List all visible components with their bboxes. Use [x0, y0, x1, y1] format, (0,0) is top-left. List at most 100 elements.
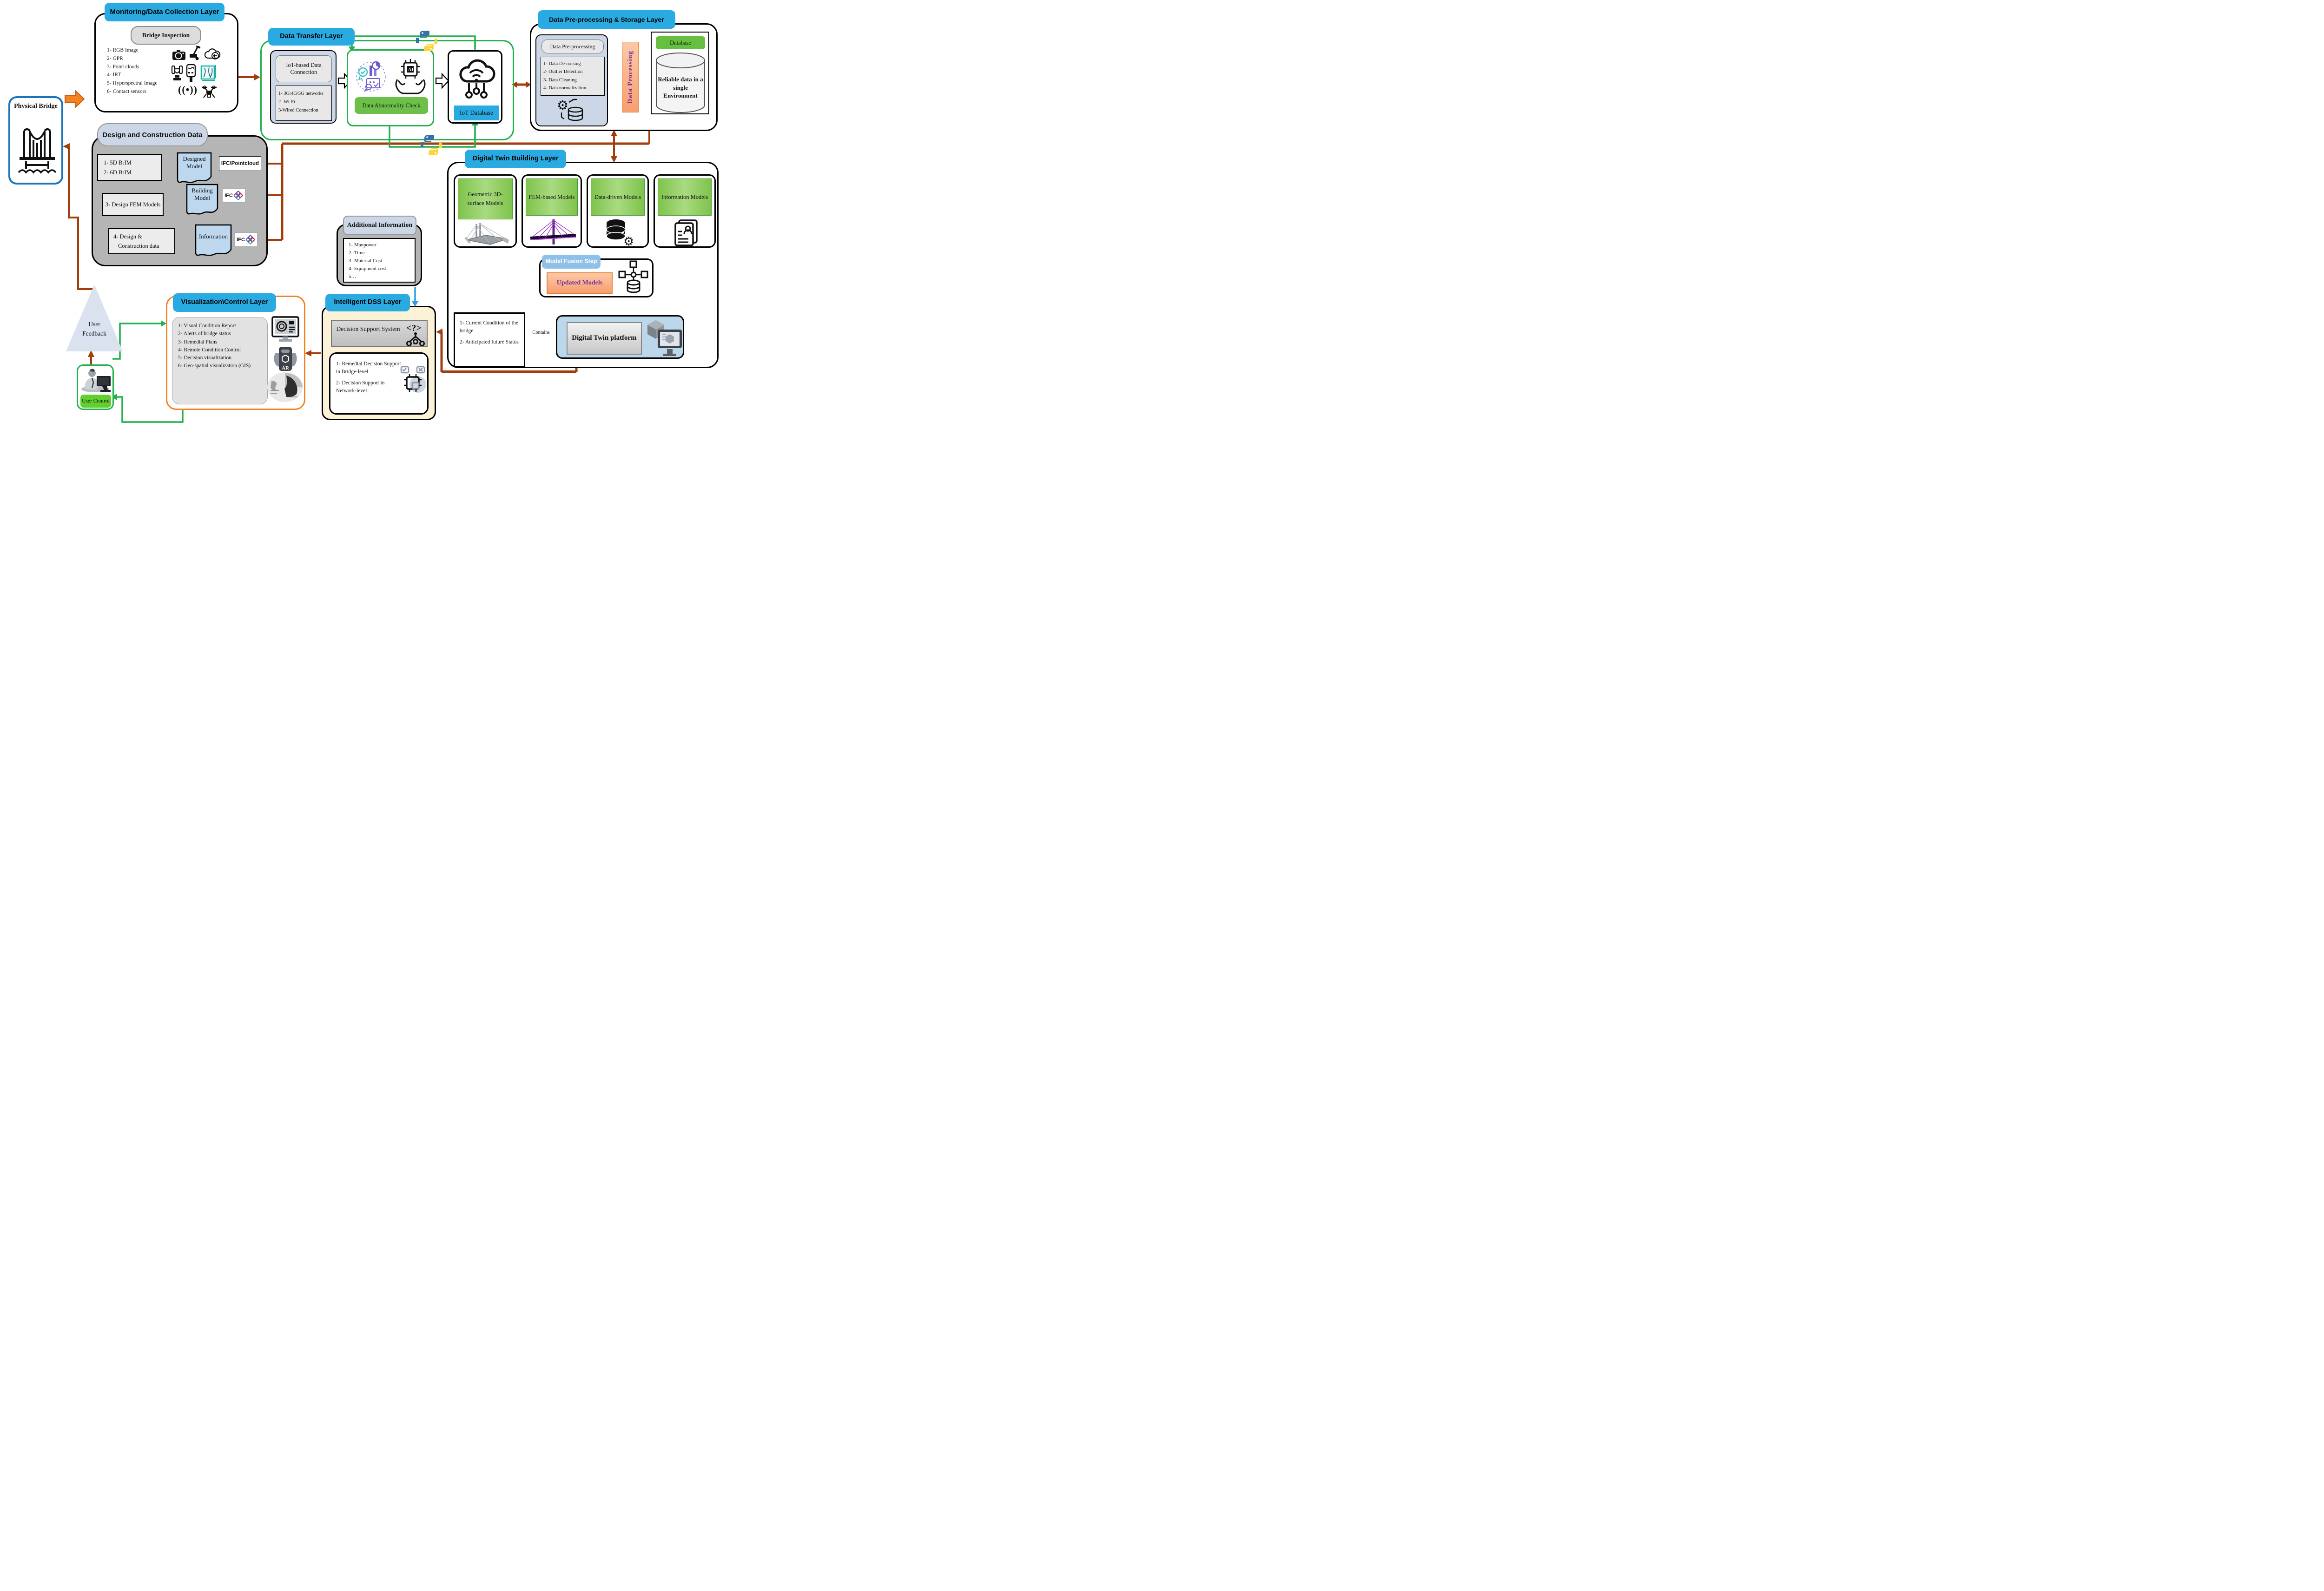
python-icon [421, 135, 442, 155]
user-feedback-label: User Feedback [73, 320, 116, 338]
iot-database-label: IoT Database [454, 106, 499, 120]
platform-monitor-icon [658, 330, 682, 356]
visualization-badge: Visualization\Control Layer [173, 293, 276, 312]
gpr-cart-icon [190, 46, 201, 60]
data-transfer-layer [260, 40, 514, 140]
list-item: 2- Time [349, 250, 365, 256]
chip-decision-icon [400, 366, 426, 393]
svg-text:⚙: ⚙ [623, 235, 634, 247]
list-item: 5- Decision visualization [178, 355, 231, 361]
preprocessing-box: Data Pre-processing 1- Data De-noising 2… [535, 34, 608, 126]
user-feedback-triangle [66, 284, 123, 351]
list-item: 2- 6D BrIM [104, 169, 132, 176]
list-item: 2- Outlier Detection [543, 69, 583, 75]
list-item: 5- Hyperspectral Image [107, 80, 158, 86]
building-model-label: Building Model [191, 187, 213, 202]
user-control-box: User Control [77, 364, 114, 410]
dashboard-monitor-icon [271, 316, 299, 342]
svg-text:⚙: ⚙ [557, 99, 568, 113]
quality-check-icon [356, 61, 386, 92]
list-item: 1- Visual Condition Report [178, 323, 236, 329]
camera-icon [172, 50, 185, 60]
list-item: 2- Alerts of bridge status [178, 331, 231, 337]
storage-badge: Data Pre-processing & Storage Layer [538, 10, 675, 29]
model-fusion-icon [618, 260, 648, 293]
cloud-download-icon [204, 48, 221, 59]
iot-connection-box: IoT-based Data Connection 1- 3G\4G\5G ne… [270, 50, 337, 124]
iot-cloud-icon [459, 59, 495, 99]
abnormality-box: AI Data Abnormality Check [347, 49, 434, 126]
inspection-list: 1- RGB Image 2- GPR 3- Point clouds 4- I… [107, 46, 173, 96]
hyperspectral-image-icon [200, 65, 216, 81]
designed-model-label: Designed Model [183, 155, 206, 170]
ai-hands-icon: AI [395, 59, 426, 94]
ar-goggles-icon: AR [274, 347, 297, 371]
building-model-doc: Building Model [185, 183, 219, 218]
model-fusion-badge: Model Fusion Step [542, 255, 601, 269]
gis-map-icon [267, 372, 303, 402]
database-badge: Database [656, 36, 705, 49]
list-item: 5… [349, 274, 357, 280]
list-item: 2- Anticipated future Status [460, 339, 519, 345]
iot-connection-list: 1- 3G\4G\5G networks 2- Wi-Fi 3-Wired Co… [276, 86, 332, 121]
additional-info-list: 1- Manpower 2- Time 3- Material Cost 4- … [343, 238, 416, 283]
ar-label: AR [282, 365, 290, 371]
database-text: Reliable data in a single Environment [658, 76, 703, 99]
gps-device-icon [186, 64, 196, 82]
database-box: Database Reliable data in a single Envir… [651, 32, 709, 114]
design-construction-badge: Design and Construction Data [97, 123, 208, 146]
database-gear-icon: ⚙ [606, 219, 634, 247]
contains-label: Contains [532, 330, 550, 335]
fem-bridge-icon [530, 219, 576, 244]
list-item: 1- 5D BrIM [104, 159, 132, 166]
dss-badge: Intelligent DSS Layer [325, 294, 410, 311]
drone-icon [202, 86, 217, 98]
data-processing-gears-icon: ⚙ [557, 99, 583, 121]
operator-icon [81, 369, 111, 392]
list-item: 2- Decision Support in Network-level [336, 380, 385, 394]
fem-models-box: 3- Design FEM Models [102, 193, 164, 216]
laser-scanner-icon [171, 65, 183, 80]
ifc-pointcloud-label: IFC\Pointcloud [219, 156, 261, 171]
list-item: 1- Remedial Decision Support in Bridge-l… [336, 361, 401, 375]
list-item: 3- Data Cleaning [543, 77, 577, 83]
monitoring-layer-badge: Monitoring/Data Collection Layer [105, 3, 224, 21]
data-processing-label: Data Processing [626, 50, 634, 104]
list-item: 4- Data normalization [543, 85, 587, 91]
orange-arrow [65, 90, 85, 108]
brim-box: 1- 5D BrIM 2- 6D BrIM [97, 154, 162, 181]
updated-models-box: Updated Models [547, 272, 613, 294]
list-item: 6- Geo-spatial visualization (GIS) [178, 363, 251, 369]
bridge-icon [18, 128, 57, 174]
python-icon [416, 31, 437, 51]
list-item: 3-Wired Connection [278, 107, 318, 113]
digital-twin-architecture-diagram: Physical Bridge Monitoring/Data Collecti… [0, 0, 729, 426]
condition-box: 1- Current Condition of the bridge 2- An… [454, 312, 525, 367]
bridge-inspection-pill: Bridge Inspection [131, 26, 201, 45]
designed-model-doc: Designed Model [176, 152, 213, 186]
information-docs-icon [674, 219, 698, 246]
ifc-text: IFC [224, 192, 233, 198]
design-construction-data-box: 4- Design & Construction data [108, 228, 175, 254]
geometric-bridge-icon [464, 223, 509, 245]
data-transfer-badge: Data Transfer Layer [268, 28, 355, 46]
abnormality-button: Data Abnormality Check [355, 97, 428, 114]
list-item: 4- IRT [107, 72, 121, 78]
model-header: Information Models [658, 178, 712, 216]
list-item: 1- Current Condition of the bridge [460, 320, 518, 334]
information-doc: Information [194, 224, 233, 259]
model-card-geometric: Geometric 3D-surface Models [454, 174, 517, 248]
box-line: 4- Design & [113, 233, 142, 240]
feedback-line: User [88, 321, 100, 328]
box-line: Construction data [118, 243, 159, 249]
physical-bridge-box: Physical Bridge [8, 96, 63, 185]
data-processing-box: Data Processing [622, 42, 639, 112]
list-item: 3- Point clouds [107, 64, 139, 70]
list-item: 1- Manpower [349, 242, 376, 248]
ifc-logo-icon [245, 235, 255, 244]
svg-text:AI: AI [408, 67, 413, 73]
list-item: 3- Remedial Plans [178, 339, 218, 345]
list-item: 2- Wi-Fi [278, 99, 295, 105]
list-item: 1- 3G\4G\5G networks [278, 91, 324, 96]
model-card-fem: FEM-based Models [522, 174, 582, 248]
